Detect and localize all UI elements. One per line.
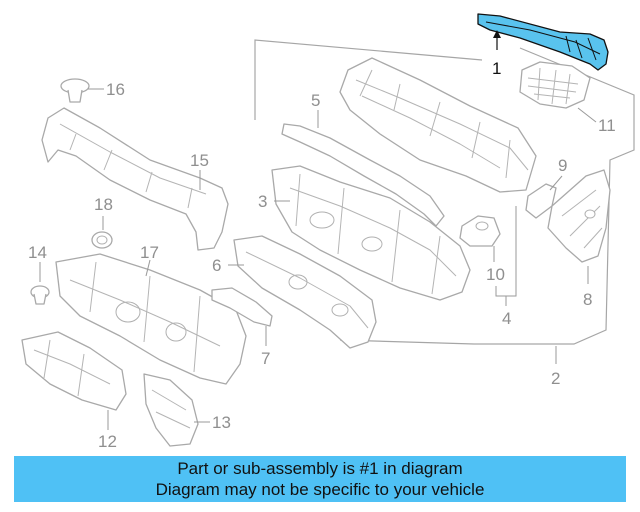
banner-line-2: Diagram may not be specific to your vehi… (155, 480, 485, 499)
assembly-frame (254, 39, 483, 120)
callout-6: 6 (212, 256, 221, 275)
callout-13: 13 (212, 413, 231, 432)
part-1-cowl-panel[interactable] (477, 13, 609, 71)
callout-12: 12 (98, 432, 117, 451)
banner-line-1: Part or sub-assembly is #1 in diagram (177, 459, 463, 478)
callout-14: 14 (28, 243, 47, 262)
callout-8: 8 (583, 290, 592, 309)
part-13-insulator (143, 373, 199, 447)
leader-9 (549, 175, 563, 191)
part-17-insulator (55, 253, 247, 385)
callout-9: 9 (558, 156, 567, 175)
part-6-panel (233, 235, 377, 349)
part-14-clip (30, 285, 50, 305)
part-11-vent-cover (519, 61, 591, 109)
callout-11: 11 (598, 116, 616, 135)
part-15-cross-member (41, 107, 229, 251)
callout-5: 5 (311, 91, 320, 110)
part-18-grommet (91, 231, 113, 249)
part-10-bracket (459, 215, 501, 247)
callout-2: 2 (551, 369, 560, 388)
callout-18: 18 (94, 195, 113, 214)
info-banner: Part or sub-assembly is #1 in diagram Di… (14, 456, 626, 502)
part-16-clip (60, 78, 90, 103)
assembly-frame-right (339, 47, 635, 345)
part-5-upper-dash (339, 57, 537, 193)
callout-7: 7 (261, 349, 270, 368)
callout-17: 17 (140, 243, 159, 262)
leader-11 (577, 107, 597, 123)
callout-3: 3 (258, 192, 267, 211)
callout-10: 10 (486, 265, 505, 284)
callout-1: 1 (492, 59, 501, 78)
part-8-side-bracket (547, 169, 611, 263)
leader-1-arrow (493, 30, 501, 38)
callout-15: 15 (190, 151, 209, 170)
callout-16: 16 (106, 80, 125, 99)
part-7-bracket (211, 287, 273, 327)
leader-17 (145, 259, 151, 277)
part-3-dash-panel (271, 165, 471, 301)
part-12-insulator (21, 331, 127, 411)
callout-4: 4 (502, 309, 511, 328)
